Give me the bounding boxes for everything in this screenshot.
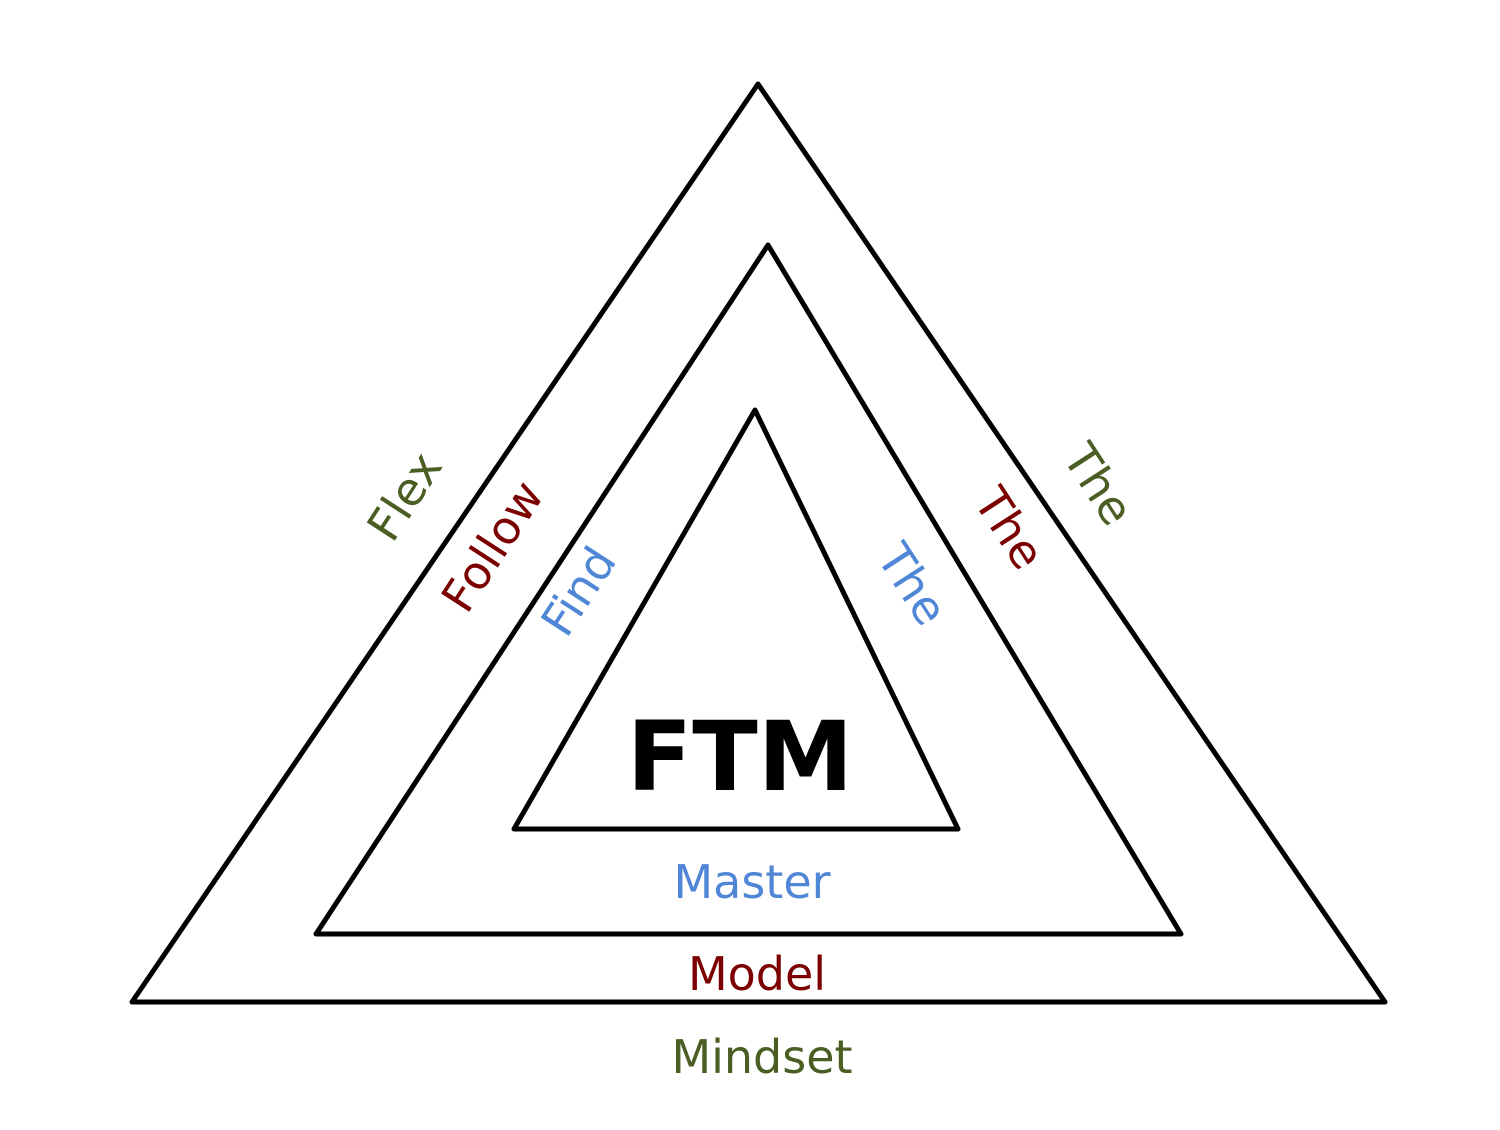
inner-left-label: Find [530,537,627,645]
middle-triangle [313,242,1184,937]
outer-triangle [129,81,1388,1005]
center-label: FTM [627,701,854,813]
outer-left-label: Flex [356,442,452,550]
inner-right-label: The [866,533,958,635]
outer-right-label: The [1052,433,1144,535]
inner-bottom-label: Master [673,855,830,909]
middle-right-label: The [963,477,1055,579]
middle-bottom-label: Model [688,947,826,1001]
outer-bottom-label: Mindset [671,1030,852,1084]
inner-triangle [511,407,961,832]
